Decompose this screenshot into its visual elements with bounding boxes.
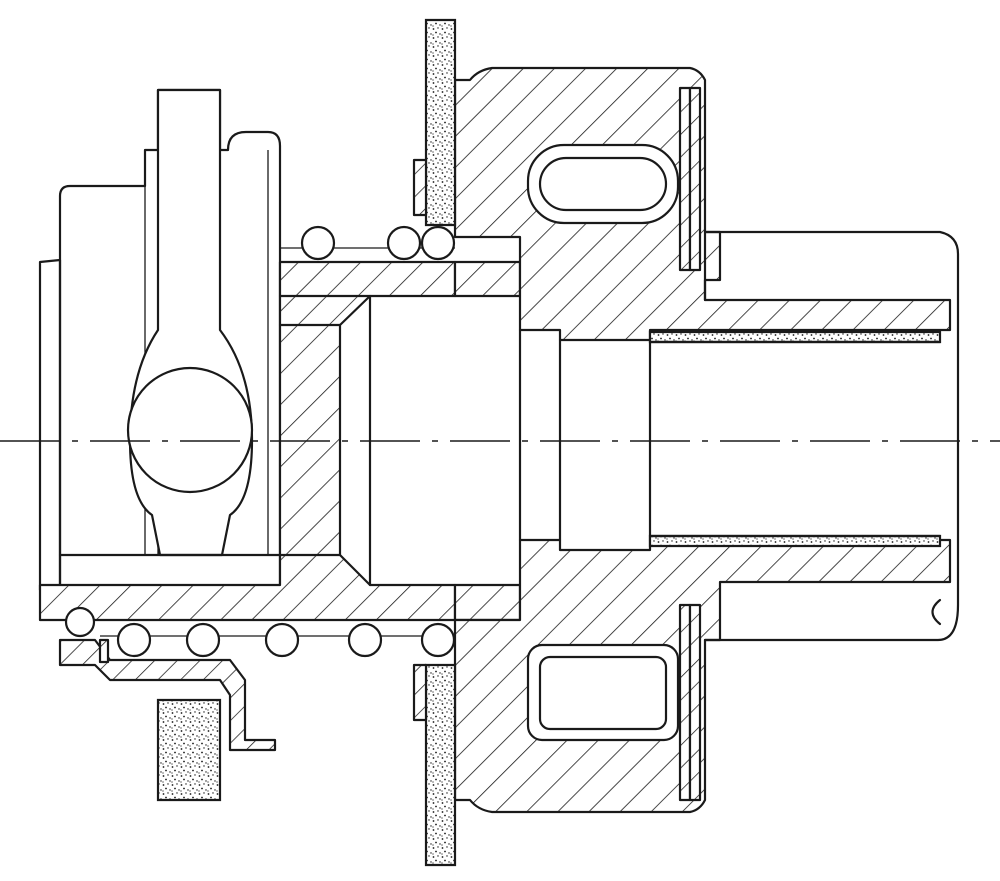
inner-sleeve — [38, 260, 522, 622]
hub-body — [453, 66, 952, 814]
friction-disc — [156, 18, 457, 867]
output-shaft — [648, 230, 960, 642]
spring-coils — [64, 225, 456, 658]
seal-housing — [58, 638, 277, 752]
pivot-ball — [126, 366, 254, 494]
release-lever — [126, 88, 254, 557]
seal-block — [156, 698, 222, 802]
retaining-plate — [678, 86, 702, 802]
